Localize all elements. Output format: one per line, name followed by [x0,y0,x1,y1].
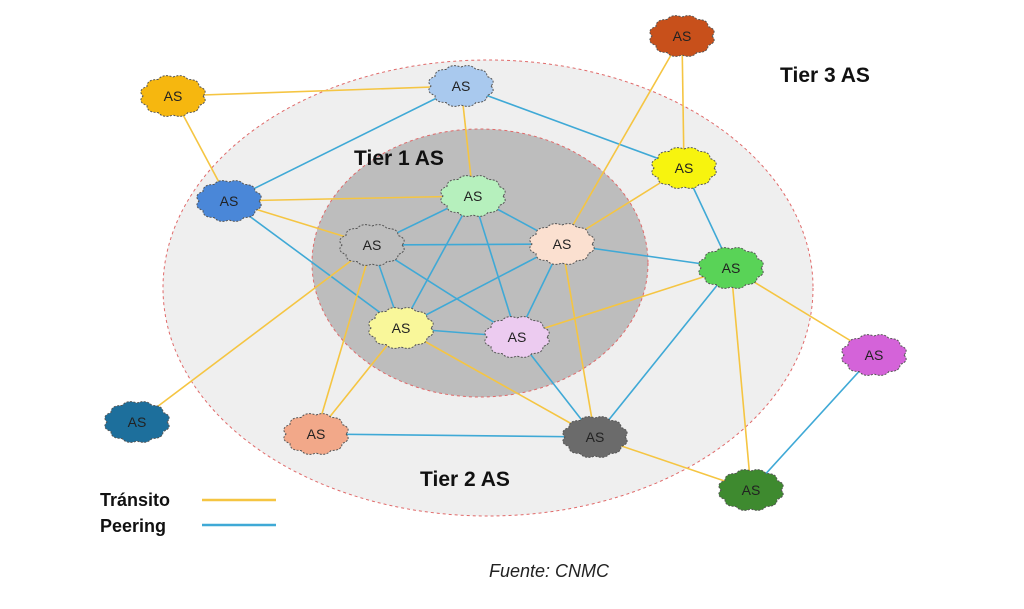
as-node-t2-gray: AS [562,416,628,458]
as-node-t3-orange-top: AS [649,15,715,57]
as-node-label: AS [553,236,572,252]
legend: Tránsito Peering [100,490,276,536]
link-transit-t3-orange-top-t3-yellow-top [681,35,685,169]
as-cloud-shape [283,413,349,455]
link-transit-t2-blue-t1-mint [228,195,474,202]
link-transit-t2-salmon-t1-gray [315,244,373,435]
source-caption: Fuente: CNMC [489,561,610,581]
as-node-label: AS [865,347,884,363]
as-cloud-shape [562,416,628,458]
as-node-t1-pink: AS [484,316,550,358]
as-cloud-shape [140,75,206,117]
as-node-label: AS [722,260,741,276]
as-cloud-shape [196,180,262,222]
as-node-label: AS [128,414,147,430]
as-node-label: AS [675,160,694,176]
as-node-label: AS [464,188,483,204]
tier1-label: Tier 1 AS [354,147,444,170]
link-peering-t1-peach-t1-yellow [400,243,563,329]
as-cloud-shape [368,307,434,349]
as-node-t1-gray: AS [339,224,405,266]
as-node-label: AS [307,426,326,442]
legend-transit-label: Tránsito [100,490,170,510]
as-cloud-shape [440,175,506,217]
as-node-t3-amber-left: AS [140,75,206,117]
as-cloud-shape [718,469,784,511]
as-node-label: AS [363,237,382,253]
as-node-t3-navy: AS [104,401,170,443]
as-node-t2-salmon: AS [283,413,349,455]
link-transit-t1-peach-t2-gray [561,243,596,438]
link-peering-t1-mint-t1-yellow [400,195,474,329]
as-node-t2-lightblue: AS [428,65,494,107]
as-cloud-shape [484,316,550,358]
as-node-label: AS [673,28,692,44]
as-node-t3-darkgreen: AS [718,469,784,511]
link-transit-t2-green-t3-darkgreen [730,267,752,491]
link-peering-t2-green-t2-gray [594,267,732,438]
as-cloud-shape [339,224,405,266]
tier2-label: Tier 2 AS [420,468,510,491]
as-node-label: AS [164,88,183,104]
link-transit-t1-pink-t2-green [516,267,732,338]
as-node-t2-blue: AS [196,180,262,222]
as-node-t1-peach: AS [529,223,595,265]
link-transit-t1-yellow-t2-gray [400,327,596,438]
legend-peering-label: Peering [100,516,166,536]
as-node-label: AS [452,78,471,94]
as-cloud-shape [649,15,715,57]
as-node-label: AS [508,329,527,345]
link-transit-t3-amber-left-t2-lightblue [172,85,462,97]
link-peering-t2-lightblue-t2-blue [228,85,462,202]
as-node-t3-yellow-top: AS [651,147,717,189]
tier3-label: Tier 3 AS [780,64,870,87]
link-peering-t2-salmon-t2-gray [315,433,596,438]
as-cloud-shape [841,334,907,376]
link-peering-t1-gray-t1-pink [371,244,518,338]
link-peering-t2-lightblue-t3-yellow-top [460,85,685,169]
as-node-label: AS [392,320,411,336]
as-node-label: AS [742,482,761,498]
link-peering-t3-magenta-t3-darkgreen [750,354,875,491]
as-node-label: AS [586,429,605,445]
link-peering-t2-blue-t1-yellow [228,200,402,329]
as-node-t2-green: AS [698,247,764,289]
as-cloud-shape [428,65,494,107]
link-peering-t1-gray-t1-peach [371,243,563,246]
as-cloud-shape [529,223,595,265]
as-cloud-shape [651,147,717,189]
as-node-t1-mint: AS [440,175,506,217]
as-cloud-shape [698,247,764,289]
nodes-layer: AS AS AS AS AS AS AS AS AS AS AS AS AS AS AS AS [104,15,907,511]
link-transit-t3-navy-t1-gray [136,244,373,423]
as-cloud-shape [104,401,170,443]
as-node-t3-magenta: AS [841,334,907,376]
as-node-t1-yellow: AS [368,307,434,349]
as-node-label: AS [220,193,239,209]
link-peering-t1-mint-t1-pink [472,195,518,338]
link-transit-t3-orange-top-t1-peach [561,35,683,245]
